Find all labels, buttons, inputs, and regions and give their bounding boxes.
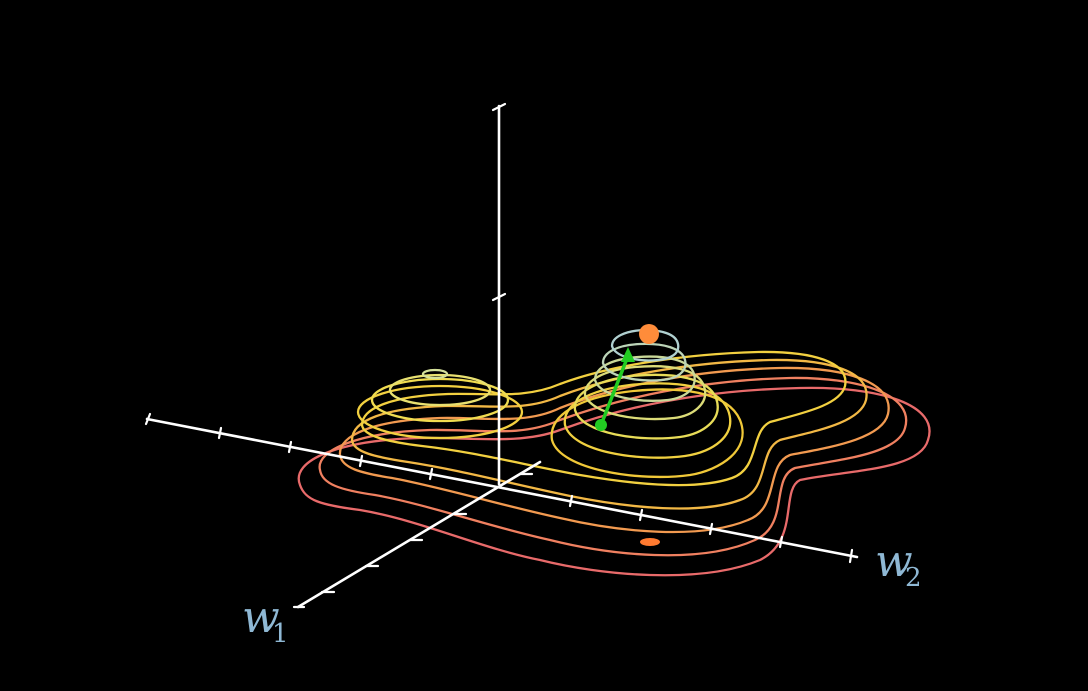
axes	[144, 102, 859, 609]
gradient-step-arrowhead	[621, 347, 635, 362]
w1-label-symbol: w	[242, 592, 280, 643]
minimum-marker	[640, 538, 660, 546]
contour-level-5	[360, 350, 847, 487]
w1-axis-label: w 1	[242, 592, 289, 649]
w2-axis-ticks	[144, 412, 854, 564]
contour-level-2	[318, 376, 908, 557]
left-hill-ring-2	[370, 377, 510, 423]
contour-level-3	[338, 366, 890, 534]
gradient-step-line	[599, 354, 630, 427]
vertical-axis-ticks	[491, 102, 507, 302]
center-hill-ring-4	[583, 365, 707, 421]
w1-axis-ticks	[292, 472, 534, 609]
w2-label-subscript: 2	[905, 563, 922, 593]
left-hill-ring-4	[421, 368, 449, 380]
left-hill-ring-1	[356, 384, 524, 440]
contour-lines	[297, 328, 931, 577]
contour-level-4	[350, 358, 868, 510]
center-hill-ring-7	[610, 328, 680, 362]
w2-axis-label: w 2	[875, 536, 922, 593]
center-hill-ring-3	[573, 373, 719, 440]
center-hill-ring-1	[550, 388, 744, 479]
w2-label-symbol: w	[875, 536, 913, 587]
center-hill-ring-5	[593, 355, 696, 402]
w1-label-subscript: 1	[272, 619, 289, 649]
w2-axis	[145, 417, 859, 559]
w1-axis	[296, 460, 542, 609]
current-point	[639, 324, 659, 344]
left-hill-ring-3	[388, 373, 492, 407]
contour-level-1	[297, 386, 931, 577]
gradient-step	[595, 347, 635, 431]
center-hill-ring-6	[601, 342, 687, 382]
gradient-step-origin	[595, 419, 607, 431]
